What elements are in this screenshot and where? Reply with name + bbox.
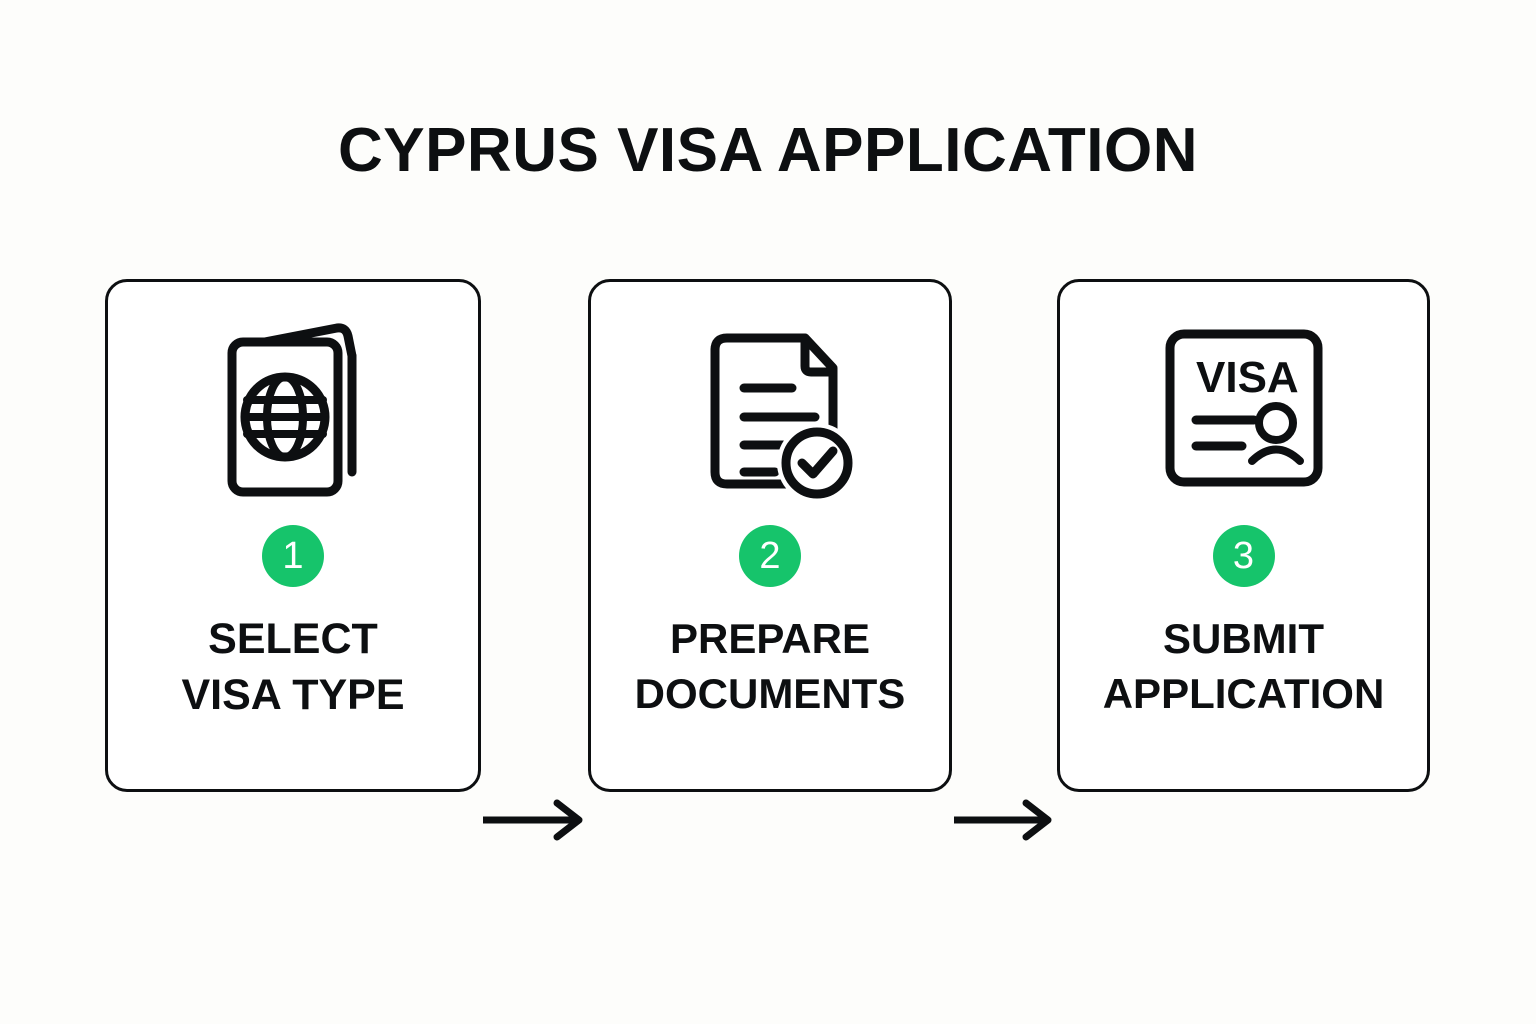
step-card-1[interactable]: 1 SELECT VISA TYPE	[105, 279, 481, 792]
step-number-badge-1: 1	[262, 525, 324, 587]
document-check-icon	[591, 320, 949, 510]
visa-card-icon-text: VISA	[1196, 353, 1299, 402]
passport-globe-icon	[108, 320, 478, 510]
step-number-badge-3: 3	[1212, 525, 1275, 587]
visa-card-icon: VISA	[1060, 320, 1427, 510]
step-number-badge-2: 2	[739, 525, 801, 587]
step-label-3: SUBMIT APPLICATION	[1102, 615, 1385, 717]
step-label-2: PREPARE DOCUMENTS	[634, 615, 906, 717]
arrow-step1-step2	[481, 798, 589, 842]
step-label-1: SELECT VISA TYPE	[181, 615, 405, 719]
step-card-3[interactable]: VISA 3 SUBMIT APPLICATION	[1057, 279, 1430, 792]
page-title: CYPRUS VISA APPLICATION	[337, 116, 1199, 185]
steps-row: 1 SELECT VISA TYPE	[0, 279, 1536, 841]
arrow-step2-step3	[952, 798, 1058, 842]
step-card-2[interactable]: 2 PREPARE DOCUMENTS	[588, 279, 952, 792]
